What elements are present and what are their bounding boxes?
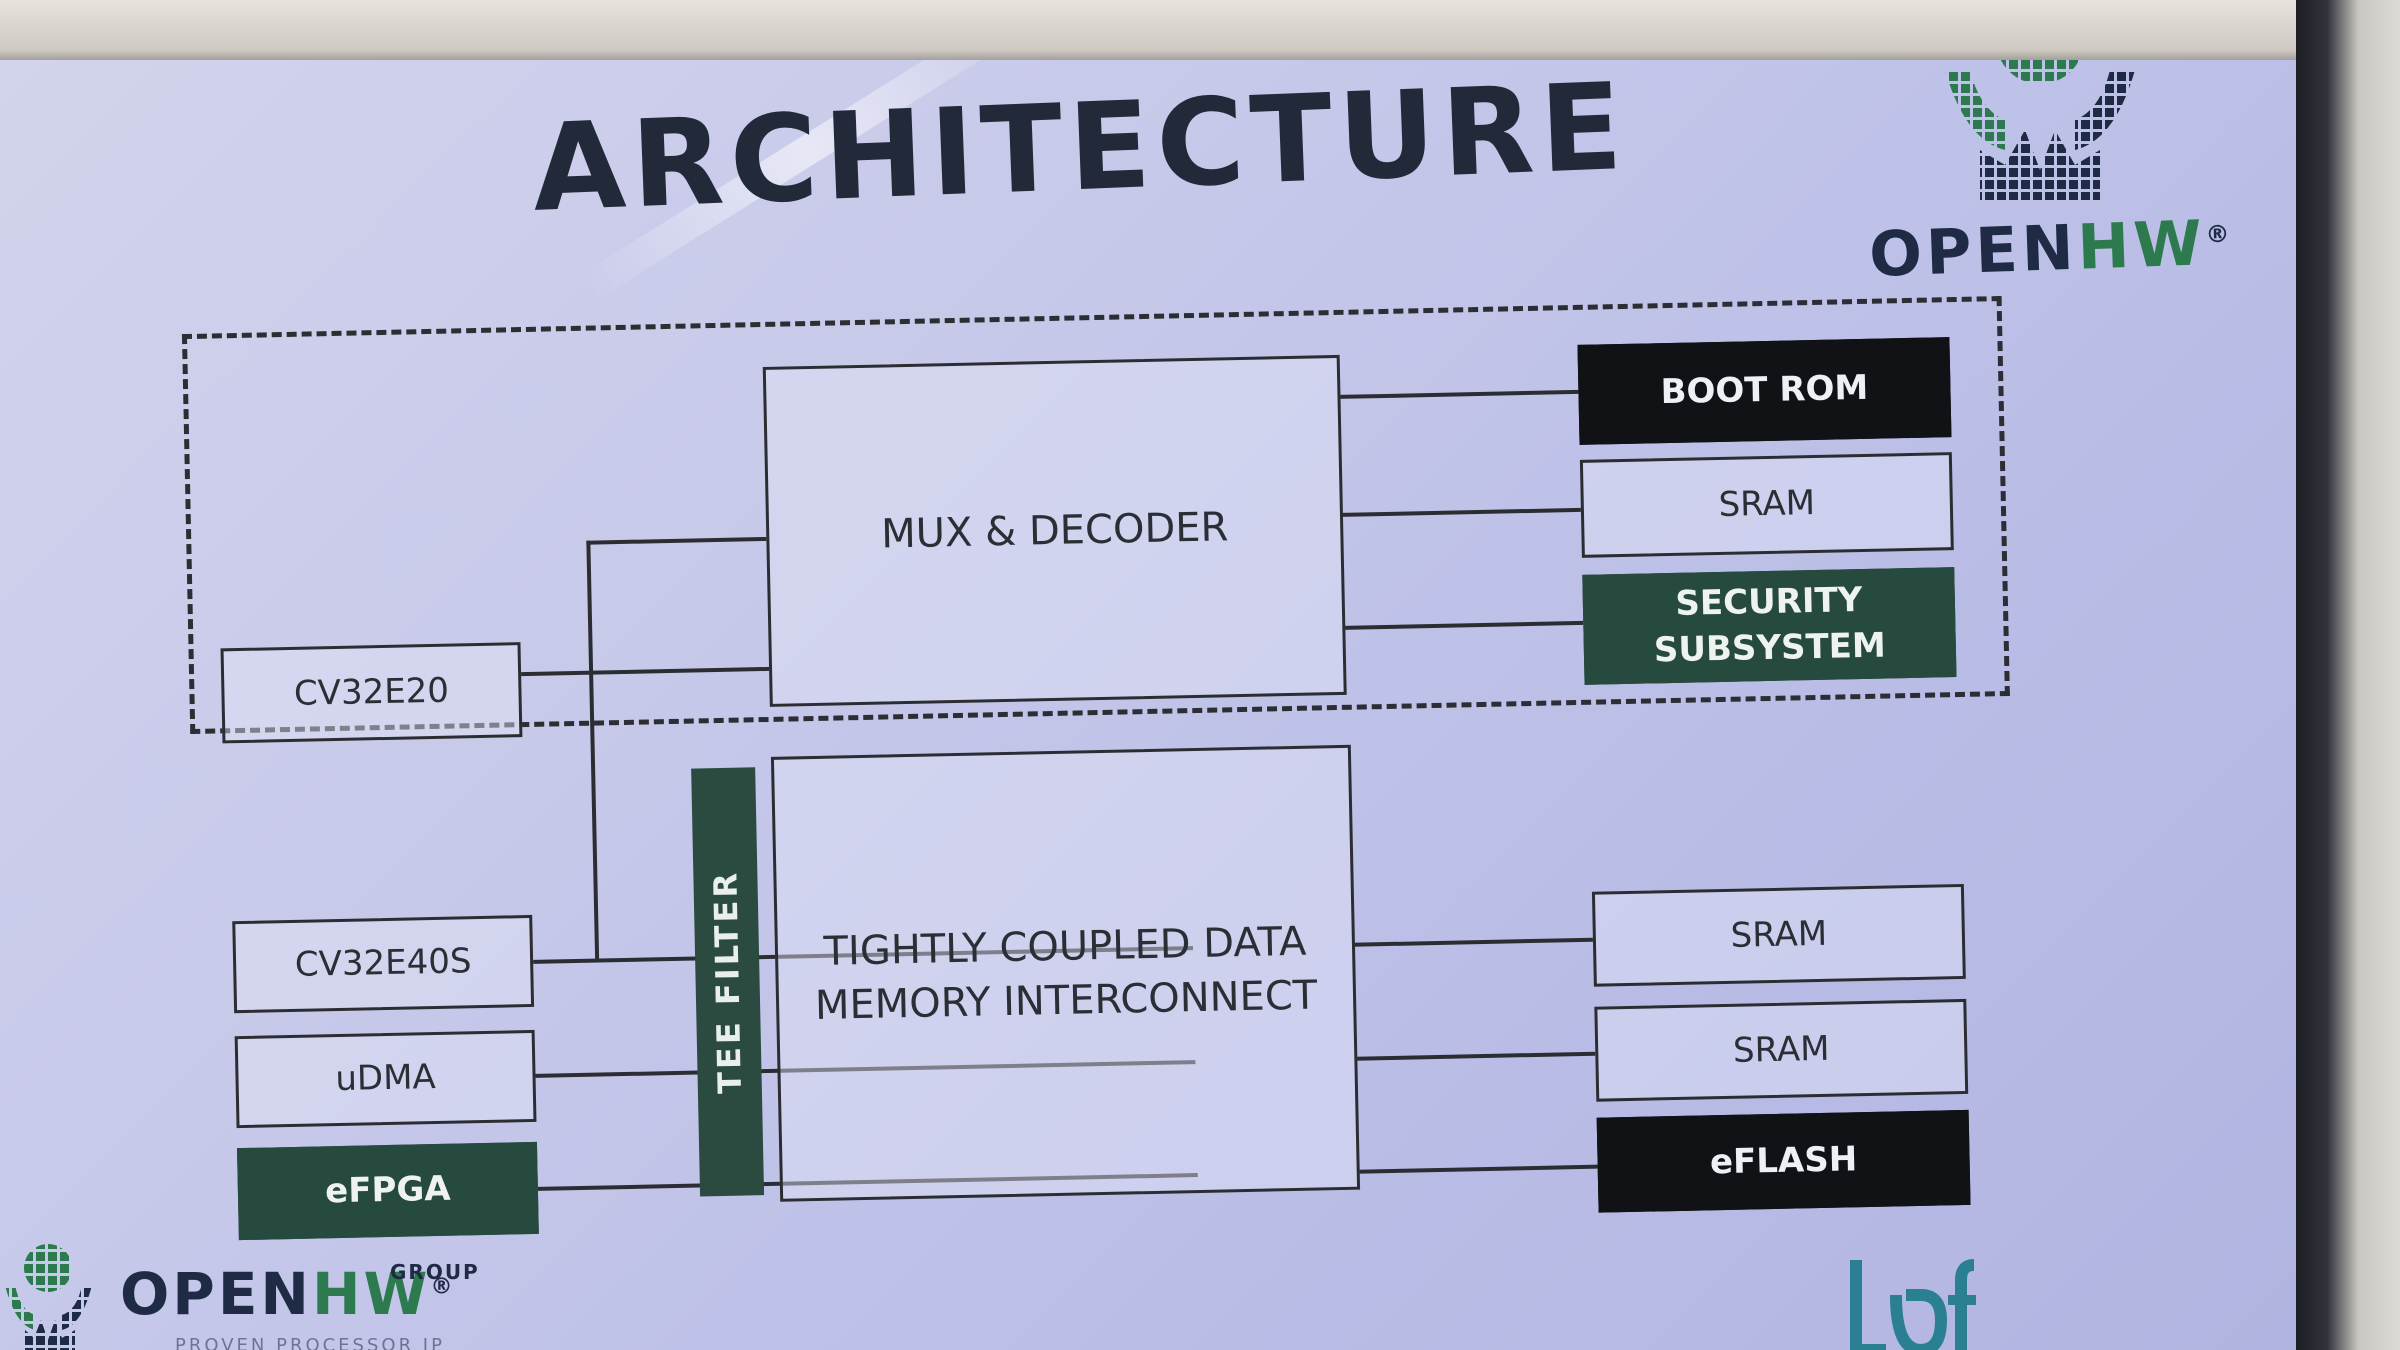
- connector: [1357, 1164, 1598, 1174]
- udma-label: uDMA: [334, 1057, 437, 1100]
- monitor-bezel-right: [2296, 0, 2400, 1350]
- security-label-line2: SUBSYSTEM: [1653, 625, 1887, 671]
- mux-decoder-block: MUX & DECODER: [762, 354, 1347, 707]
- openhw-group-word-hw: HW: [311, 1260, 431, 1328]
- openhw-group-logo-icon: [5, 1244, 92, 1350]
- tee-filter-block: TEE FILTER: [691, 767, 765, 1197]
- sram-bottom-2-label: SRAM: [1732, 1028, 1830, 1071]
- openhw-group-word-open: OPEN: [120, 1260, 312, 1328]
- sram-bottom-1-label: SRAM: [1730, 913, 1828, 956]
- efpga-block: eFPGA: [236, 1141, 539, 1241]
- sram-top-block: SRAM: [1579, 452, 1954, 558]
- cv32e40s-label: CV32E40S: [294, 941, 472, 985]
- openhw-group-logo-text: OPENHW®: [120, 1260, 456, 1328]
- openhw-group-label: GROUP: [390, 1260, 480, 1284]
- cv32e20-label: CV32E20: [293, 670, 450, 714]
- eflash-label: eFLASH: [1709, 1138, 1858, 1182]
- interconnect-label-line2: MEMORY INTERCONNECT: [814, 972, 1318, 1029]
- connector: [1352, 937, 1593, 947]
- sram-bottom-2-block: SRAM: [1594, 998, 1969, 1102]
- udma-block: uDMA: [234, 1029, 537, 1129]
- lowrisc-logo-icon: [1850, 1259, 1976, 1350]
- mux-decoder-label: MUX & DECODER: [880, 504, 1229, 558]
- boot-rom-label: BOOT ROM: [1660, 367, 1869, 413]
- sram-top-label: SRAM: [1718, 483, 1816, 526]
- security-label-line1: SECURITY: [1675, 580, 1863, 625]
- cv32e20-core-block: CV32E20: [220, 642, 523, 744]
- openhw-tagline: PROVEN PROCESSOR IP: [175, 1335, 445, 1350]
- tee-filter-label: TEE FILTER: [706, 869, 749, 1095]
- registered-mark: ®: [430, 1274, 456, 1300]
- cv32e40s-core-block: CV32E40S: [232, 914, 535, 1014]
- architecture-diagram: MUX & DECODER TIGHTLY COUPLED DATA MEMOR…: [0, 60, 2300, 1350]
- sram-bottom-1-block: SRAM: [1591, 883, 1966, 987]
- boot-rom-block: BOOT ROM: [1577, 337, 1952, 445]
- interconnect-block: TIGHTLY COUPLED DATA MEMORY INTERCONNECT: [770, 744, 1361, 1202]
- eflash-block: eFLASH: [1596, 1109, 1971, 1213]
- connector: [1355, 1051, 1596, 1061]
- security-subsystem-block: SECURITY SUBSYSTEM: [1582, 567, 1957, 685]
- efpga-label: eFPGA: [324, 1168, 452, 1212]
- interconnect-label-line1: TIGHTLY COUPLED DATA: [823, 918, 1307, 975]
- openhw-logo-icon: [1945, 60, 2135, 200]
- presentation-screen: ARCHITECTURE OPENHW® MUX: [0, 60, 2300, 1350]
